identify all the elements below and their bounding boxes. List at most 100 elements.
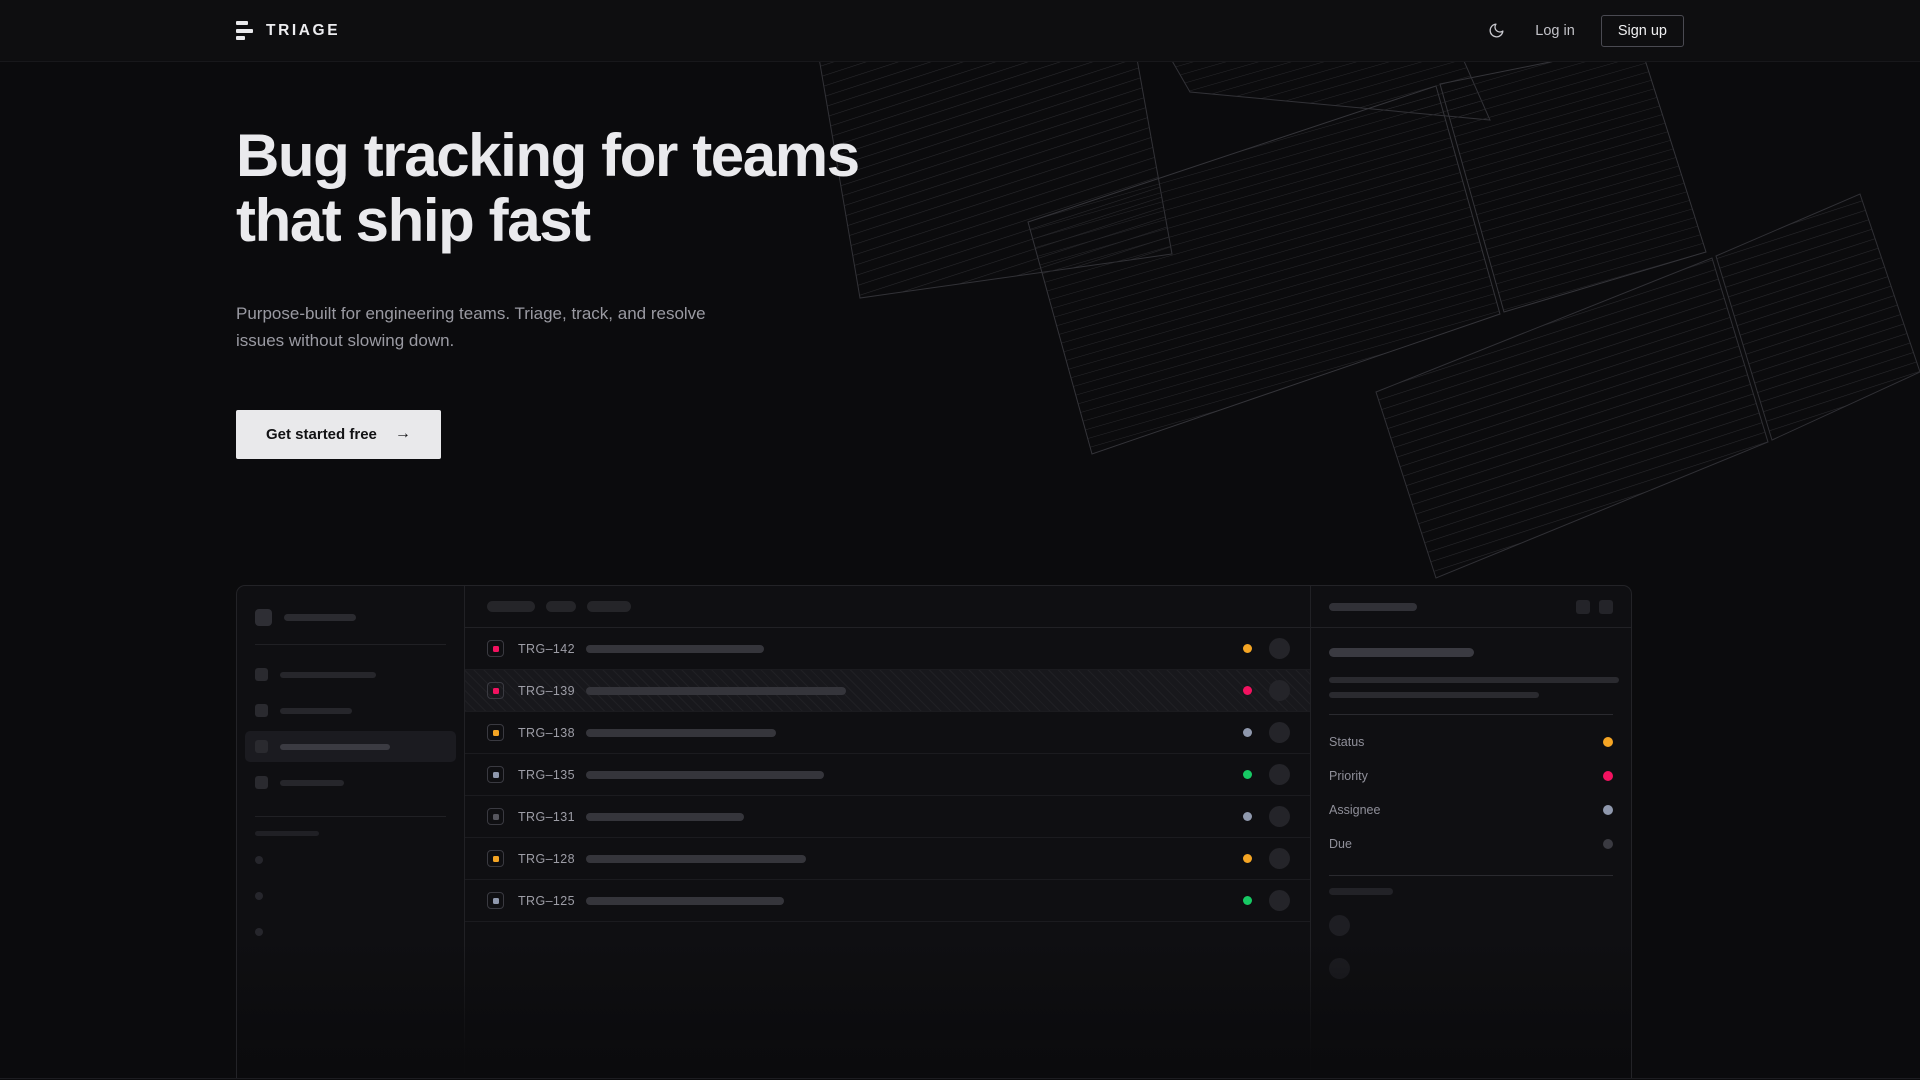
moon-icon[interactable] — [1483, 18, 1509, 44]
app-sidebar — [237, 586, 465, 1078]
issue-title-placeholder — [586, 896, 784, 905]
sidebar-item-2[interactable] — [245, 695, 456, 726]
issue-row[interactable]: TRG–139 — [465, 670, 1310, 712]
detail-field-assignee[interactable]: Assignee — [1329, 793, 1613, 827]
assignee-avatar[interactable] — [1269, 806, 1290, 827]
sidebar-item-4[interactable] — [245, 767, 456, 798]
brand-logo-link[interactable]: TRIAGE — [236, 21, 340, 40]
sidebar-item-label — [280, 671, 376, 678]
page-bottom-rule — [0, 1078, 1920, 1079]
hero-section: Bug tracking for teams that ship fast Pu… — [0, 62, 1920, 1080]
sidebar-item-icon — [255, 740, 268, 753]
hero-subheadline: Purpose-built for engineering teams. Tri… — [236, 303, 706, 350]
sidebar-item-icon — [255, 776, 268, 789]
issue-title-placeholder — [586, 770, 824, 779]
assignee-avatar[interactable] — [1269, 764, 1290, 785]
workspace-avatar-icon — [255, 609, 272, 626]
filter-chip-1[interactable] — [487, 601, 535, 612]
sidebar-mini-item-2[interactable] — [255, 892, 263, 900]
status-dot — [1243, 770, 1252, 779]
sidebar-mini-item-3[interactable] — [255, 928, 263, 936]
sidebar-nav-list — [245, 659, 456, 798]
issue-row[interactable]: TRG–142 — [465, 628, 1310, 670]
nav-inner: TRIAGE Log in Sign up — [236, 14, 1684, 47]
detail-description-line-1 — [1329, 677, 1619, 683]
filter-chip-2[interactable] — [546, 601, 576, 612]
nav-actions: Log in Sign up — [1483, 14, 1684, 47]
filter-chip-3[interactable] — [587, 601, 631, 612]
sidebar-mini-item-1[interactable] — [255, 856, 263, 864]
headline-line-1: Bug tracking for teams — [236, 122, 860, 189]
comment-avatar-2[interactable] — [1329, 958, 1350, 979]
priority-badge-icon — [487, 640, 504, 657]
sidebar-section-label — [255, 831, 319, 836]
comment-avatar-1[interactable] — [1329, 915, 1350, 936]
priority-badge-icon — [487, 682, 504, 699]
detail-action-button-2[interactable] — [1599, 599, 1613, 614]
detail-field-value-dot — [1603, 771, 1613, 781]
workspace-switcher[interactable] — [255, 605, 446, 626]
issue-row[interactable]: TRG–125 — [465, 880, 1310, 922]
status-dot — [1243, 644, 1252, 653]
assignee-avatar[interactable] — [1269, 638, 1290, 659]
detail-field-value-dot — [1603, 839, 1613, 849]
issue-row[interactable]: TRG–128 — [465, 838, 1310, 880]
get-started-free-button[interactable]: Get started free → — [236, 409, 441, 459]
status-dot — [1243, 854, 1252, 863]
detail-field-label: Priority — [1329, 769, 1368, 783]
issue-title-placeholder — [586, 728, 776, 737]
sign-up-button[interactable]: Sign up — [1600, 14, 1684, 47]
sidebar-mini-list — [255, 856, 446, 936]
assignee-avatar[interactable] — [1269, 848, 1290, 869]
status-dot — [1243, 812, 1252, 821]
issue-id: TRG–125 — [518, 893, 575, 908]
detail-action-button-1[interactable] — [1576, 599, 1590, 614]
detail-field-status[interactable]: Status — [1329, 725, 1613, 759]
detail-field-label: Due — [1329, 837, 1352, 851]
priority-badge-icon — [487, 808, 504, 825]
page-title: Bug tracking for teams that ship fast — [236, 122, 876, 254]
brand-name: TRIAGE — [266, 21, 341, 39]
sidebar-divider-bottom — [255, 816, 446, 817]
issue-row[interactable]: TRG–135 — [465, 754, 1310, 796]
sidebar-item-label — [280, 743, 390, 750]
assignee-avatar[interactable] — [1269, 890, 1290, 911]
issue-row[interactable]: TRG–131 — [465, 796, 1310, 838]
detail-field-priority[interactable]: Priority — [1329, 759, 1613, 793]
detail-footer-divider — [1329, 875, 1613, 876]
cta-label: Get started free — [266, 425, 377, 443]
issue-id: TRG–131 — [518, 809, 575, 824]
detail-field-label: Assignee — [1329, 803, 1381, 817]
priority-badge-icon — [487, 724, 504, 741]
issue-list-toolbar — [465, 586, 1310, 628]
issue-id: TRG–139 — [518, 683, 575, 698]
issue-title-placeholder — [586, 686, 846, 695]
detail-title-placeholder — [1329, 602, 1417, 611]
priority-badge-icon — [487, 892, 504, 909]
priority-badge-icon — [487, 766, 504, 783]
detail-description-lines — [1329, 677, 1619, 698]
log-in-link[interactable]: Log in — [1535, 22, 1575, 39]
detail-field-due[interactable]: Due — [1329, 827, 1613, 861]
top-navigation-bar: TRIAGE Log in Sign up — [0, 0, 1920, 62]
sidebar-item-3[interactable] — [245, 731, 456, 762]
issue-row[interactable]: TRG–138 — [465, 712, 1310, 754]
assignee-avatar[interactable] — [1269, 722, 1290, 743]
detail-header — [1311, 586, 1631, 628]
assignee-avatar[interactable] — [1269, 680, 1290, 701]
detail-divider — [1329, 714, 1613, 715]
detail-field-value-dot — [1603, 737, 1613, 747]
issue-title-placeholder — [586, 854, 806, 863]
sidebar-item-1[interactable] — [245, 659, 456, 690]
issue-id: TRG–128 — [518, 851, 575, 866]
detail-actions — [1576, 599, 1613, 614]
detail-issue-title-placeholder — [1329, 648, 1474, 657]
detail-description-line-2 — [1329, 692, 1539, 698]
hero-content: Bug tracking for teams that ship fast Pu… — [0, 62, 1920, 459]
workspace-name-placeholder — [284, 614, 356, 621]
